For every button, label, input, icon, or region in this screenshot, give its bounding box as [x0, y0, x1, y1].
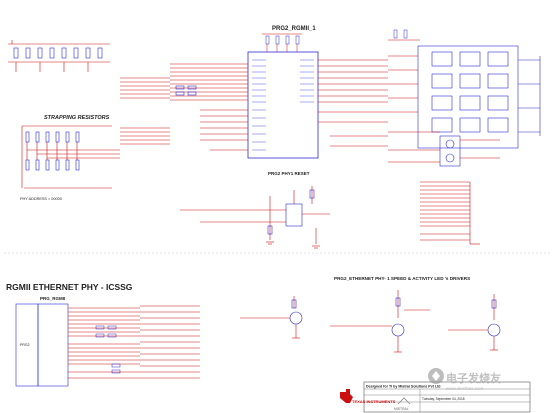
strap-output-lines [120, 127, 170, 145]
led-driver-center [330, 290, 430, 353]
ti-logo-icon [340, 389, 353, 403]
elecfans-watermark-icon [428, 368, 444, 384]
rgmii-side-label: PRG2 [20, 343, 30, 347]
strapping-resistor-network [21, 125, 120, 189]
phy-mdi-lines [318, 59, 388, 147]
rgmii-connector-symbol [15, 303, 69, 387]
rgmii-block-title: PRG_RGMII [40, 296, 65, 301]
ti-company-name: TEXAS INSTRUMENTS [352, 399, 396, 404]
strapping-resistors-title: STRAPPING RESISTORS [44, 115, 110, 121]
magnetics-block [417, 45, 541, 149]
led-driver-left [240, 296, 303, 339]
title-block-date: Tuesday, September 04, 2018 [422, 397, 465, 401]
watermark-text: 电子发烧友 [446, 371, 501, 385]
magnetics-led-pair [388, 131, 500, 167]
mistral-logo-icon [397, 397, 411, 405]
phy-block-title: PRG2_RGMII_1 [272, 26, 316, 32]
phy-reset-title: PRG2 PHY1 RESET [268, 171, 310, 176]
title-block-designed-for: Designed for TI by Mistral Solutions Pvt… [366, 385, 440, 389]
vendor-name: MISTRAL [394, 407, 409, 411]
reset-ground-symbol [266, 241, 320, 249]
phy-address-note: PHY ADDRESS = 00000 [20, 197, 62, 201]
phy-reset-circuit [180, 186, 330, 244]
rgmii-signal-lines [68, 305, 200, 379]
left-signal-bus [120, 63, 248, 151]
left-bus-resistors [175, 85, 197, 96]
magnetics-input-caps [388, 29, 420, 113]
rgmii-series-resistors [95, 325, 121, 374]
ethernet-phy-title: RGMII ETHERNET PHY - ICSSG [6, 282, 133, 292]
right-net-labels [420, 181, 480, 245]
led-driver-right [448, 294, 501, 351]
title-block [363, 381, 531, 413]
phy-ic-symbol [247, 51, 319, 159]
watermark-url: www.elecfans.com [446, 386, 484, 391]
led-driver-title: PRG2_ETHERNET PHY- 1 SPEED & ACTIVITY LE… [334, 276, 470, 281]
phy-top-pullups [262, 33, 302, 52]
top-left-resistor-array [8, 40, 110, 72]
